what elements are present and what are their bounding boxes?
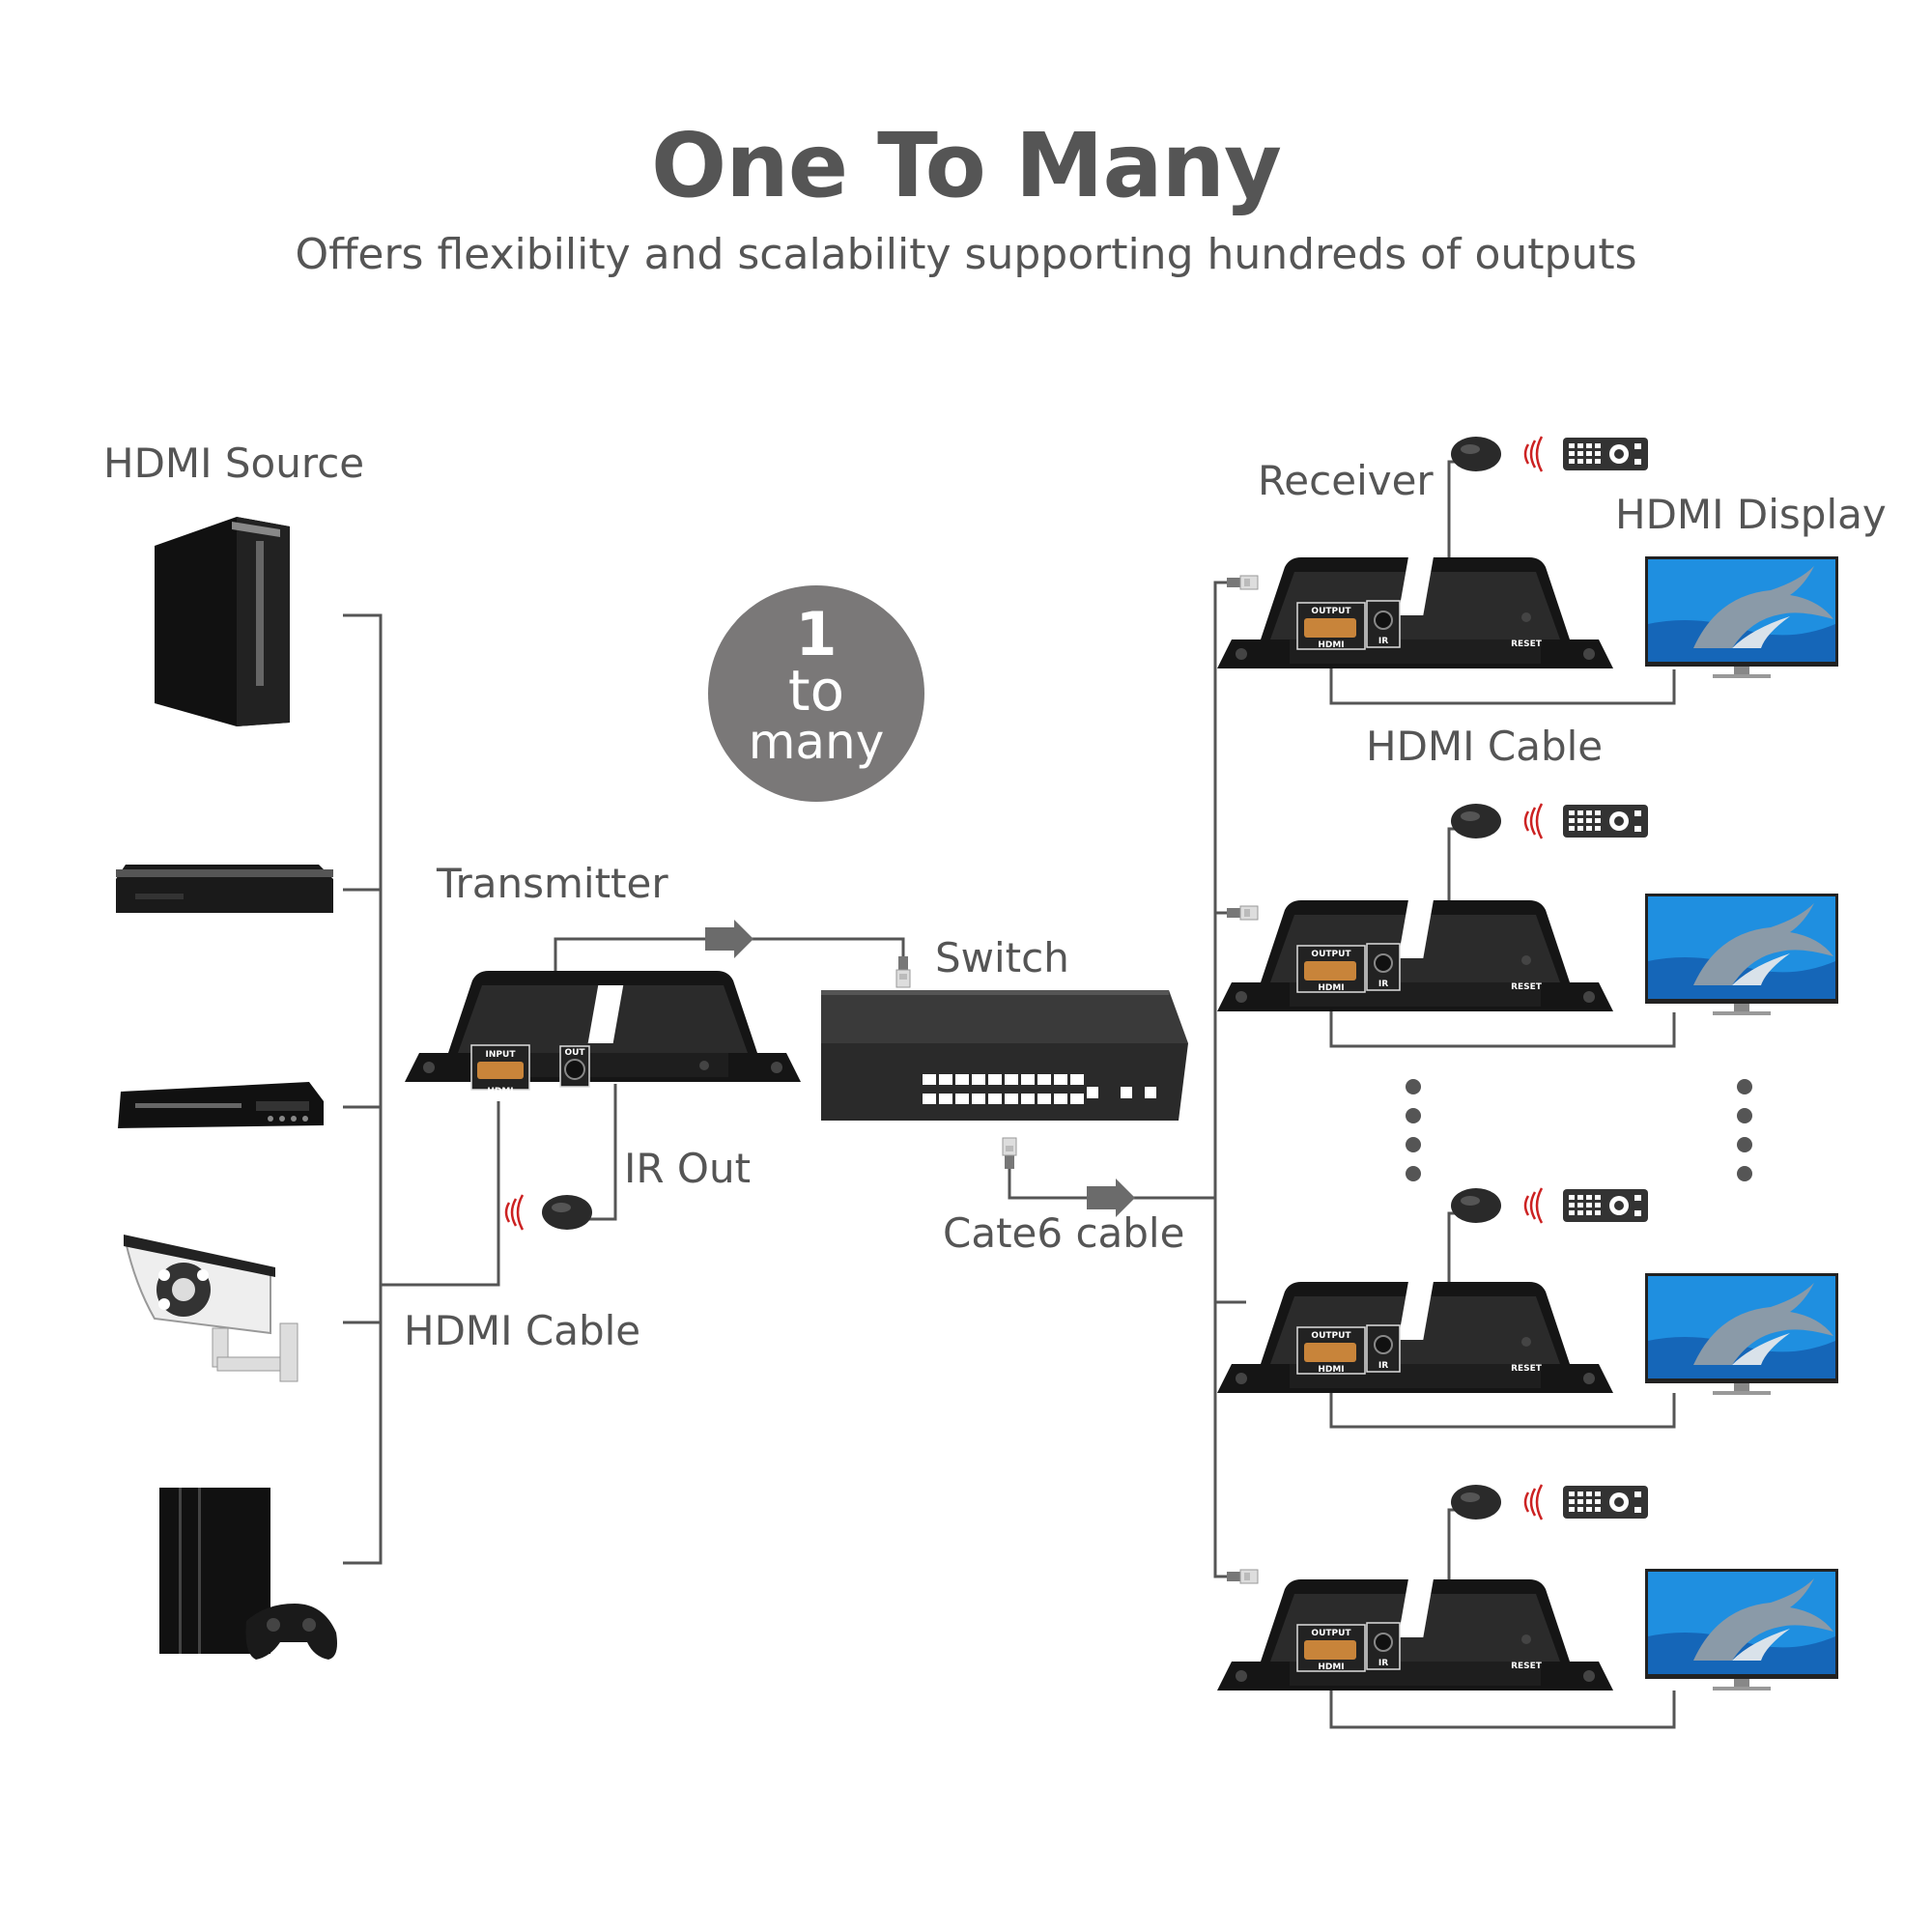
- badge-line3: many: [749, 714, 885, 770]
- ir-port-label: IR: [1378, 637, 1388, 646]
- one-to-many-badge: 1 to many: [708, 585, 924, 802]
- badge-circle: [708, 585, 924, 802]
- network-switch-icon: [821, 990, 1188, 1121]
- ir-receiver-icon: [1451, 1485, 1501, 1520]
- ir-port-label: IR: [1378, 980, 1388, 989]
- arrow-icon: [1087, 1179, 1135, 1217]
- rj45-plug-icon: [1226, 1569, 1259, 1584]
- page-subtitle: Offers flexibility and scalability suppo…: [295, 230, 1637, 279]
- ir-port-label: IR: [570, 1089, 580, 1098]
- switch-label: Switch: [935, 934, 1069, 981]
- hdmi-display-label: HDMI Display: [1615, 491, 1887, 538]
- badge-line2: to: [788, 658, 844, 724]
- rj45-plug-icon: [895, 955, 911, 988]
- ir-out-label: IR Out: [624, 1145, 752, 1192]
- transmitter-device: INPUT HDMI OUT IR RESET: [405, 971, 801, 1098]
- reset-label: RESET: [689, 1088, 721, 1097]
- reset-label: RESET: [1511, 1662, 1543, 1671]
- rj45-plug-icon: [1226, 905, 1259, 921]
- input-port-label: INPUT: [486, 1050, 517, 1060]
- more-receivers-dots: [1406, 1079, 1752, 1181]
- arrow-icon: [705, 920, 753, 958]
- cate6-cable-label: Cate6 cable: [943, 1209, 1185, 1257]
- set-top-box-icon: [116, 865, 333, 913]
- hdmi-source-label: HDMI Source: [103, 440, 365, 487]
- hdmi-cable-label-left: HDMI Cable: [404, 1307, 641, 1354]
- rj45-plug-icon: [1002, 1137, 1017, 1170]
- remote-control-icon: [1563, 1486, 1648, 1519]
- hdmi-port-label: HDMI: [1318, 1365, 1344, 1375]
- remote-control-icon: [1563, 1189, 1648, 1222]
- ir-signal-icon: [1523, 1186, 1544, 1225]
- transmitter-label: Transmitter: [437, 860, 668, 907]
- receiver-1: OUTPUT HDMI IR RESET: [1217, 557, 1613, 668]
- rj45-plug-icon: [1226, 575, 1259, 590]
- ir-signal-icon: [1523, 435, 1544, 473]
- game-console-icon: [159, 1488, 337, 1660]
- reset-label: RESET: [1511, 982, 1543, 992]
- ir-receiver-icon: [1451, 437, 1501, 471]
- output-port-label: OUTPUT: [1311, 950, 1351, 959]
- ir-emitter-icon: [542, 1195, 592, 1230]
- pc-tower-icon: [155, 517, 290, 726]
- hdmi-port-label: HDMI: [487, 1087, 513, 1096]
- remote-control-icon: [1563, 805, 1648, 838]
- badge-line1: 1: [795, 599, 837, 669]
- hdmi-port-label: HDMI: [1318, 983, 1344, 993]
- dvd-player-icon: [118, 1082, 324, 1128]
- output-port-label: OUTPUT: [1311, 607, 1351, 616]
- ir-port-label: IR: [1378, 1659, 1388, 1668]
- page-title: One To Many: [650, 114, 1282, 217]
- hdmi-display-icon: [1645, 1569, 1838, 1690]
- security-camera-icon: [124, 1235, 298, 1382]
- receiver-3: OUTPUT HDMI IR RESET: [1217, 1282, 1613, 1393]
- hdmi-display-icon: [1645, 556, 1838, 678]
- hdmi-port-label: HDMI: [1318, 1662, 1344, 1672]
- hdmi-port-label: HDMI: [1318, 640, 1344, 650]
- ir-signal-icon: [1523, 1483, 1544, 1521]
- ir-receiver-icon: [1451, 1188, 1501, 1223]
- hdmi-display-icon: [1645, 1273, 1838, 1395]
- receiver-2: OUTPUT HDMI IR RESET: [1217, 900, 1613, 1011]
- ir-signal-icon: [1523, 802, 1544, 840]
- reset-label: RESET: [1511, 1364, 1543, 1374]
- ir-receiver-icon: [1451, 804, 1501, 838]
- out-port-label: OUT: [564, 1048, 585, 1058]
- receiver-label: Receiver: [1258, 457, 1434, 504]
- hdmi-display-icon: [1645, 894, 1838, 1015]
- ir-signal-icon: [504, 1193, 525, 1232]
- reset-label: RESET: [1511, 639, 1543, 649]
- output-port-label: OUTPUT: [1311, 1629, 1351, 1638]
- ir-port-label: IR: [1378, 1361, 1388, 1371]
- hdmi-cable-label-right: HDMI Cable: [1366, 723, 1604, 770]
- output-port-label: OUTPUT: [1311, 1331, 1351, 1341]
- remote-control-icon: [1563, 438, 1648, 470]
- receiver-4: OUTPUT HDMI IR RESET: [1217, 1579, 1613, 1690]
